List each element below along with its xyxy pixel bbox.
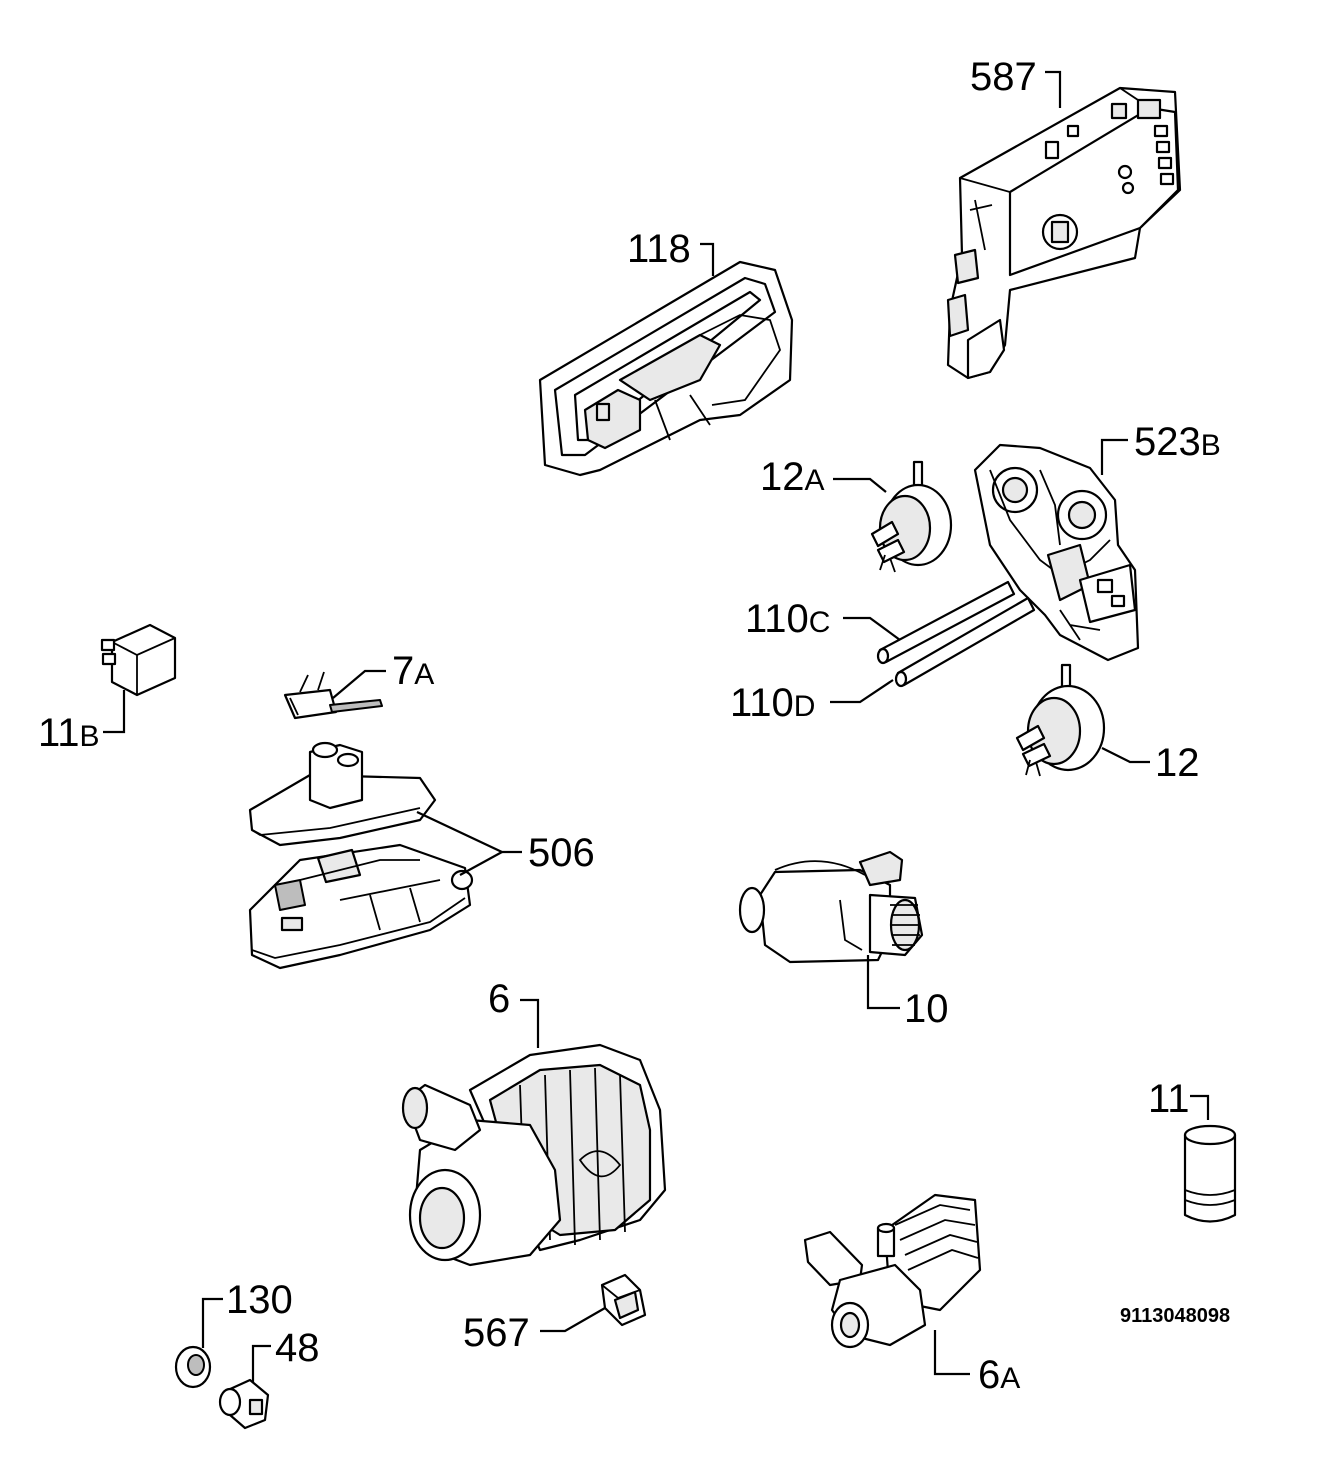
label-110c: 110C <box>745 597 830 641</box>
label-11: 11 <box>1148 1077 1190 1121</box>
label-6a: 6A <box>978 1353 1020 1397</box>
label-523b: 523B <box>1134 420 1221 464</box>
leader-130 <box>201 1297 223 1348</box>
diagram-code: 9113048098 <box>1120 1305 1230 1327</box>
leader-12 <box>1101 747 1150 764</box>
leader-567 <box>540 1307 606 1333</box>
label-567: 567 <box>463 1311 530 1355</box>
label-48: 48 <box>275 1326 320 1370</box>
part-10-heater <box>738 850 924 964</box>
label-11b: 11B <box>38 711 100 755</box>
part-6a-drain-pump <box>803 1193 982 1349</box>
part-567-clip <box>600 1273 647 1327</box>
label-12: 12 <box>1155 741 1200 785</box>
part-48-plug <box>218 1378 270 1430</box>
leader-587 <box>1045 70 1062 108</box>
leader-6a <box>933 1330 970 1376</box>
part-506-softener-bottom <box>248 843 474 970</box>
leader-118 <box>700 242 715 276</box>
leader-10 <box>866 955 900 1010</box>
label-506: 506 <box>528 831 595 875</box>
leader-506 <box>416 811 522 854</box>
leader-523b <box>1100 438 1128 475</box>
leader-110c <box>843 616 901 641</box>
part-523b-bracket <box>973 443 1140 662</box>
leader-506-b <box>459 851 503 876</box>
label-12a: 12A <box>760 455 825 499</box>
leader-7a <box>332 669 386 699</box>
part-110d-hose <box>894 596 1036 688</box>
part-587-control-module <box>946 86 1182 380</box>
label-10: 10 <box>904 987 949 1031</box>
label-587: 587 <box>970 55 1037 99</box>
part-506-softener-top <box>248 741 437 847</box>
label-130: 130 <box>226 1278 293 1322</box>
leader-6 <box>520 998 540 1048</box>
leader-48 <box>251 1344 271 1382</box>
part-7a-clip <box>283 671 383 720</box>
part-130-ring <box>174 1345 212 1389</box>
part-11-capacitor <box>1183 1124 1237 1223</box>
label-6: 6 <box>488 977 510 1021</box>
leader-110d <box>830 679 894 704</box>
leader-11b <box>103 690 126 734</box>
part-12-pressure-switch <box>1015 663 1106 777</box>
leader-lines <box>103 70 1210 1382</box>
label-7a: 7A <box>392 649 434 693</box>
part-118-handle-frame <box>538 260 794 477</box>
label-110d: 110D <box>730 681 815 725</box>
leader-12a <box>833 477 887 493</box>
part-12a-pressure-switch <box>870 460 953 573</box>
part-11b-relay <box>100 623 177 697</box>
leader-11 <box>1190 1094 1210 1120</box>
label-118: 118 <box>627 227 691 271</box>
part-6-pump-motor <box>401 1043 667 1267</box>
callout-labels: 587 118 523B 12A 110C 110D 12 11B 7A 506… <box>38 55 1230 1397</box>
part-110c-hose <box>876 580 1016 665</box>
